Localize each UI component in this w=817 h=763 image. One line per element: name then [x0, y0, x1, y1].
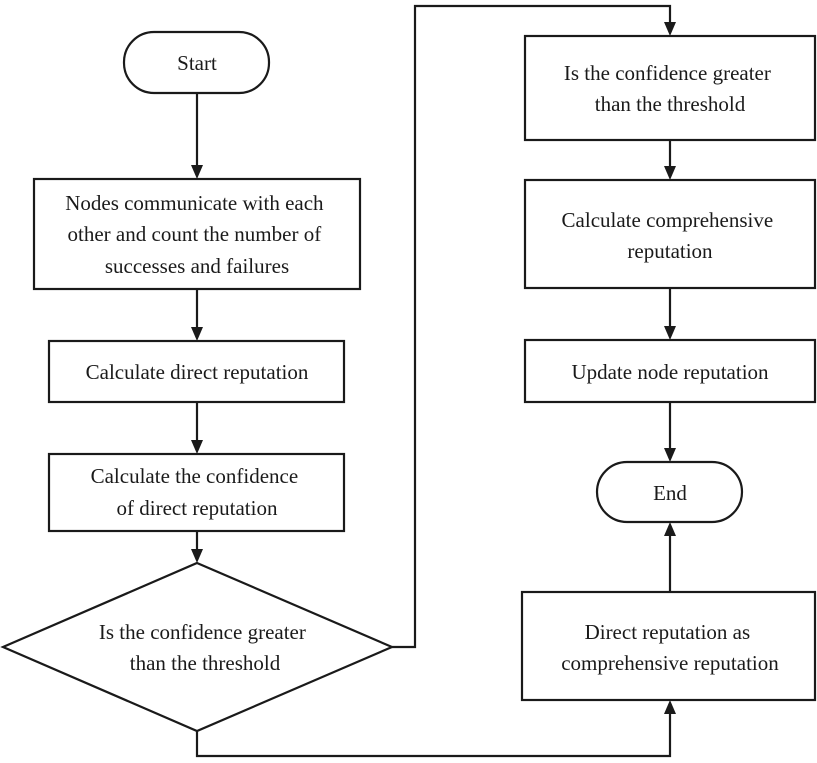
direct-reputation-box [47, 339, 346, 404]
end-terminal [595, 460, 744, 524]
start-label: Start [177, 51, 217, 75]
confidence-decision-diamond [0, 561, 395, 733]
arrowhead-confidence [191, 440, 203, 454]
arrow-decision-yes-path [392, 4, 672, 649]
arrowhead-end-from-bottom [664, 522, 676, 536]
communicate-count-box [32, 177, 362, 291]
arrow-decision-no-path [195, 713, 672, 758]
confidence-box [47, 452, 346, 533]
arrowhead-direct-as-comp [664, 700, 676, 714]
comprehensive-reputation-label: Calculate comprehensive reputation [562, 208, 779, 263]
decision-left-label: Is the confidence greater than the thres… [99, 620, 311, 675]
direct-as-comprehensive-label: Direct reputation as comprehensive reput… [561, 620, 779, 675]
update-reputation-label: Update node reputation [571, 360, 769, 384]
arrowhead-end-from-top [664, 448, 676, 462]
arrowhead-direct [191, 327, 203, 341]
arrowhead-comprehensive [664, 166, 676, 180]
confidence-label: Calculate the confidence of direct reput… [91, 464, 304, 520]
arrowhead-decision [191, 549, 203, 563]
direct-as-comprehensive-box [520, 590, 817, 702]
end-label: End [653, 481, 687, 505]
communicate-count-label: Nodes communicate with each other and co… [65, 191, 329, 278]
arrowhead-update [664, 326, 676, 340]
arrowhead-threshold-check [664, 22, 676, 36]
arrowhead-count [191, 165, 203, 179]
threshold-check-label: Is the confidence greater than the thres… [564, 61, 776, 116]
comprehensive-reputation-box [523, 178, 817, 290]
direct-reputation-label: Calculate direct reputation [86, 360, 309, 384]
threshold-check-box [523, 34, 817, 142]
